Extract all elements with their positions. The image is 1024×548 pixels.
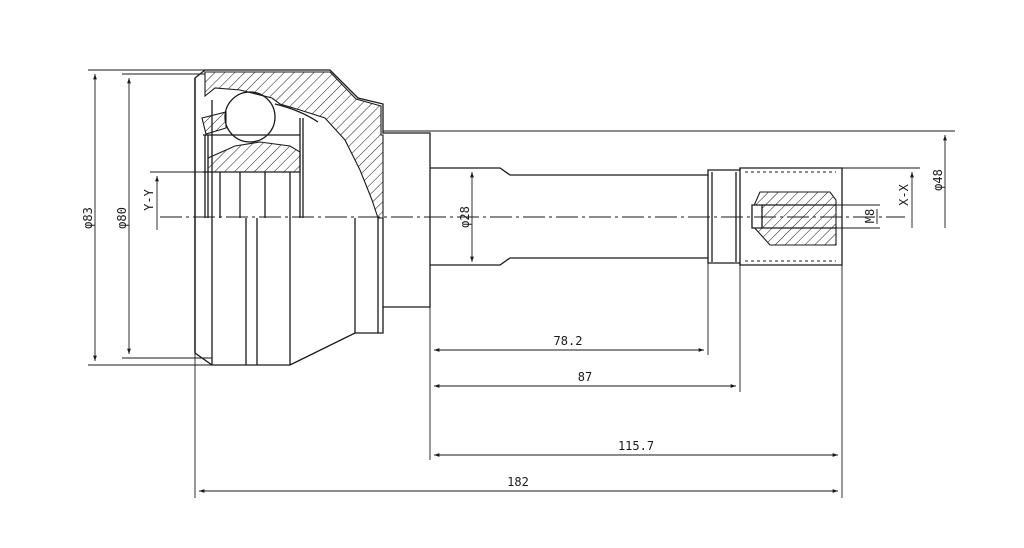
dim-d80: φ80 bbox=[115, 73, 212, 359]
dim-d48: φ48 bbox=[383, 130, 955, 228]
dim-115-7: 115.7 bbox=[434, 265, 843, 498]
d28-label: φ28 bbox=[458, 206, 472, 228]
len-182-label: 182 bbox=[507, 475, 529, 489]
dim-182: 182 bbox=[194, 353, 838, 498]
len-115-7-label: 115.7 bbox=[618, 439, 654, 453]
yy-label: Y-Y bbox=[142, 188, 156, 210]
stem-shaft bbox=[430, 167, 843, 266]
inner-race-assembly bbox=[203, 91, 319, 218]
housing-section-hatch bbox=[201, 71, 384, 219]
len-87-label: 87 bbox=[578, 370, 592, 384]
dim-yy: Y-Y bbox=[142, 171, 205, 230]
dim-xx: X-X bbox=[842, 167, 920, 228]
dim-87: 87 bbox=[434, 265, 741, 392]
dim-d28: φ28 bbox=[458, 172, 474, 262]
ball bbox=[224, 91, 276, 143]
len-78-2-label: 78.2 bbox=[554, 334, 583, 348]
xx-label: X-X bbox=[897, 183, 911, 205]
dim-78-2: 78.2 bbox=[429, 263, 709, 460]
d80-label: φ80 bbox=[115, 207, 129, 229]
dim-m8: M8 bbox=[836, 204, 880, 229]
d83-label: φ83 bbox=[81, 207, 95, 229]
dim-d83: φ83 bbox=[81, 69, 212, 366]
d48-label: φ48 bbox=[931, 169, 945, 191]
m8-label: M8 bbox=[863, 209, 877, 223]
